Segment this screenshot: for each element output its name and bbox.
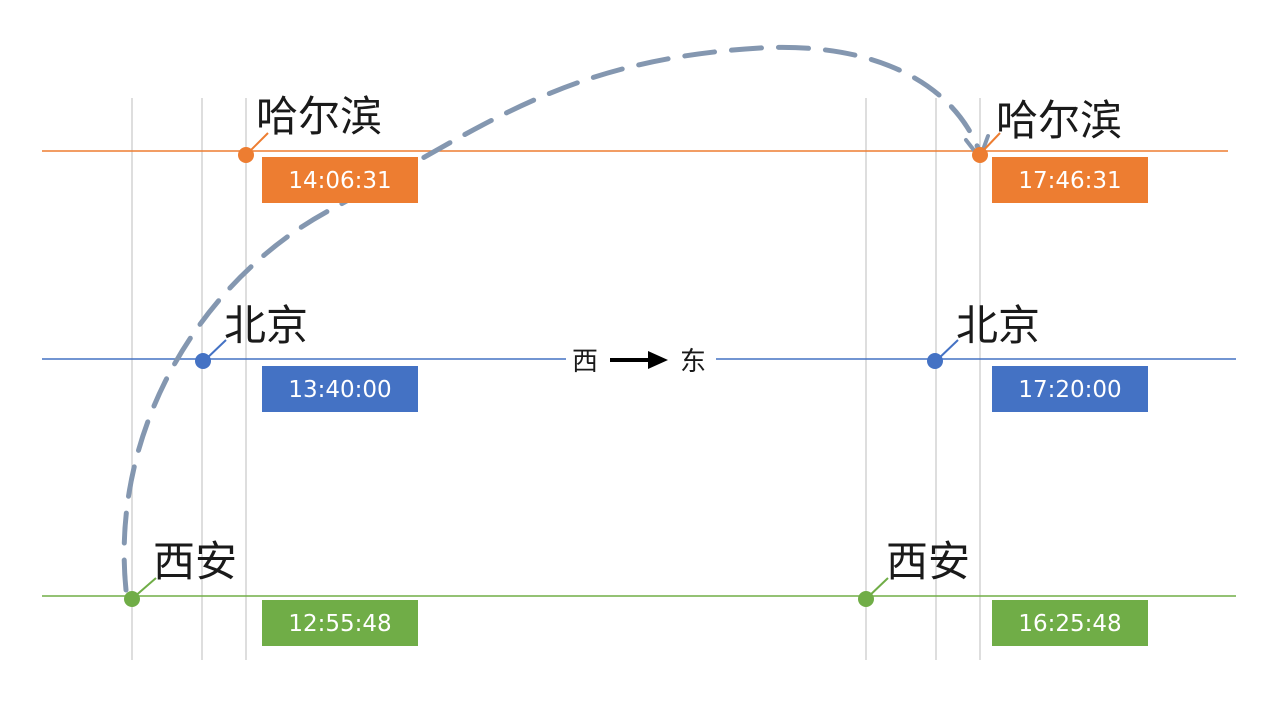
time-box-right-xian: 16:25:48: [992, 600, 1148, 646]
time-box-bg: [992, 157, 1148, 203]
time-box-left-beijing: 13:40:00: [262, 366, 418, 412]
city-label-left-xian: 西安: [153, 537, 237, 586]
time-box-right-harbin: 17:46:31: [992, 157, 1148, 203]
time-value: 12:55:48: [288, 611, 391, 637]
time-box-bg: [262, 157, 418, 203]
dot-right-harbin: [972, 147, 988, 163]
dot-left-xian: [124, 591, 140, 607]
vertical-guides: [131, 98, 981, 660]
dot-right-xian: [858, 591, 874, 607]
dashed-arc-path: [121, 44, 981, 593]
dot-right-beijing: [927, 353, 943, 369]
time-value: 16:25:48: [1018, 611, 1121, 637]
city-label-right-harbin: 哈尔滨: [996, 96, 1122, 145]
city-label-left-harbin: 哈尔滨: [256, 92, 382, 141]
time-value: 13:40:00: [288, 377, 391, 403]
direction-arrow-head: [648, 351, 668, 369]
city-label-right-xian: 西安: [886, 537, 970, 586]
city-label-left-beijing: 北京: [224, 301, 308, 350]
time-box-right-beijing: 17:20:00: [992, 366, 1148, 412]
time-box-left-xian: 12:55:48: [262, 600, 418, 646]
direction-to-label: 东: [680, 347, 706, 377]
time-box-bg: [992, 366, 1148, 412]
city-label-right-beijing: 北京: [956, 301, 1040, 350]
time-value: 17:46:31: [1018, 168, 1121, 194]
time-box-left-harbin: 14:06:31: [262, 157, 418, 203]
time-value: 14:06:31: [288, 168, 391, 194]
direction-from-label: 西: [572, 347, 598, 377]
direction-indicator: 西 东: [566, 340, 716, 380]
dot-left-beijing: [195, 353, 211, 369]
time-value: 17:20:00: [1018, 377, 1121, 403]
time-box-bg: [262, 366, 418, 412]
time-box-bg: [992, 600, 1148, 646]
dot-left-harbin: [238, 147, 254, 163]
time-box-bg: [262, 600, 418, 646]
